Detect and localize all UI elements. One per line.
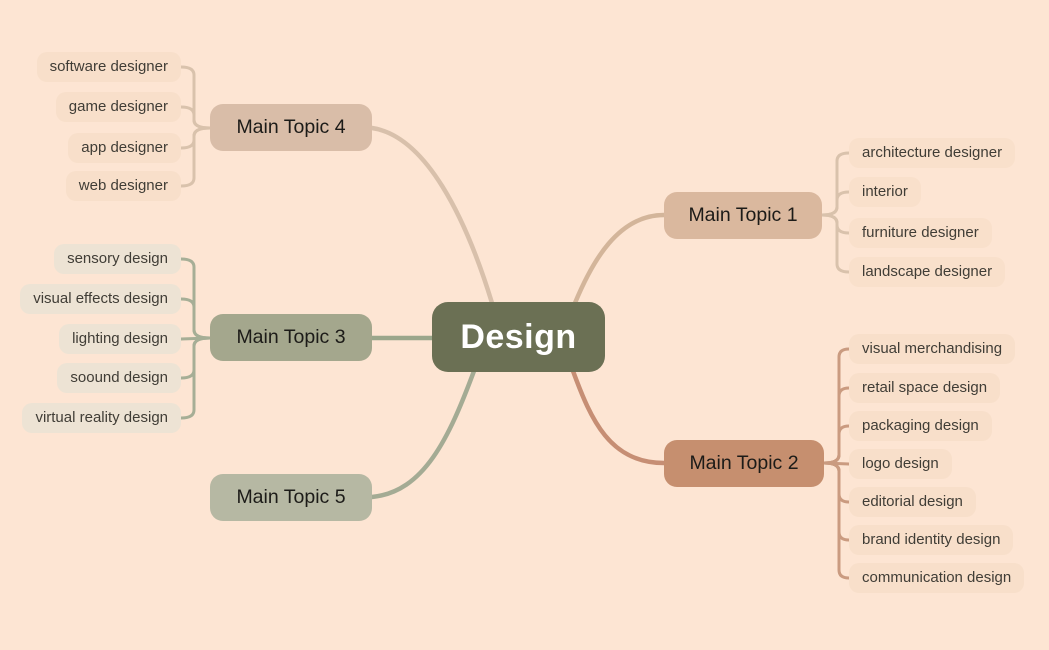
subtopic-node[interactable]: packaging design bbox=[849, 411, 992, 441]
subtopic-node[interactable]: interior bbox=[849, 177, 921, 207]
hook-topic2-child bbox=[822, 461, 851, 504]
subtopic-node[interactable]: communication design bbox=[849, 563, 1025, 593]
subtopic-node[interactable]: virtual reality design bbox=[22, 403, 181, 433]
subtopic-node[interactable]: editorial design bbox=[849, 487, 976, 517]
subtopic-node[interactable]: retail space design bbox=[849, 373, 1001, 403]
subtopic-node[interactable]: brand identity design bbox=[849, 525, 1014, 555]
hook-topic3-child bbox=[179, 336, 212, 420]
hook-topic2-child bbox=[822, 424, 851, 465]
subtopic-node[interactable]: web designer bbox=[65, 171, 181, 201]
subtopic-node[interactable]: landscape designer bbox=[849, 257, 1006, 287]
subtopic-node[interactable]: game designer bbox=[55, 92, 181, 122]
subtopic-node[interactable]: sensory design bbox=[54, 244, 181, 274]
branch-root-to-topic2 bbox=[570, 368, 667, 466]
hook-topic1-child bbox=[820, 213, 851, 274]
subtopic-node[interactable]: soound design bbox=[57, 363, 181, 393]
subtopic-node[interactable]: furniture designer bbox=[849, 218, 992, 248]
main-topic-2[interactable]: Main Topic 2 bbox=[664, 440, 824, 487]
main-topic-5[interactable]: Main Topic 5 bbox=[210, 474, 372, 521]
hook-topic2-child bbox=[822, 347, 851, 465]
subtopic-node[interactable]: architecture designer bbox=[849, 138, 1016, 168]
hook-topic4-child bbox=[179, 105, 212, 130]
hook-topic4-child bbox=[179, 126, 212, 188]
main-topic-3[interactable]: Main Topic 3 bbox=[210, 314, 372, 361]
branch-root-to-topic1 bbox=[572, 212, 667, 306]
subtopic-node[interactable]: lighting design bbox=[59, 324, 181, 354]
subtopic-node[interactable]: software designer bbox=[36, 52, 181, 82]
main-topic-4[interactable]: Main Topic 4 bbox=[210, 104, 372, 151]
hook-topic2-child bbox=[822, 461, 851, 580]
subtopic-node[interactable]: app designer bbox=[68, 133, 181, 163]
subtopic-node[interactable]: visual effects design bbox=[20, 284, 181, 314]
branch-root-to-topic5 bbox=[369, 368, 477, 500]
hook-topic1-child bbox=[820, 190, 851, 217]
central-topic-label: Design bbox=[460, 317, 577, 356]
branch-root-to-topic4 bbox=[369, 125, 495, 306]
subtopic-node[interactable]: logo design bbox=[849, 449, 952, 479]
central-topic-design[interactable]: Design bbox=[432, 302, 605, 372]
main-topic-1[interactable]: Main Topic 1 bbox=[664, 192, 822, 239]
subtopic-node[interactable]: visual merchandising bbox=[849, 334, 1016, 364]
